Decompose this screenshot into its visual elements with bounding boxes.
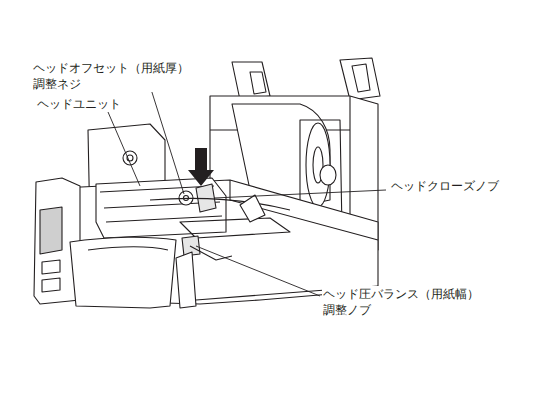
part-label: ヘッドユニット [36, 96, 148, 112]
part-label: ヘッド圧バランス（用紙幅） 調整ノブ [322, 286, 494, 318]
part-label: ヘッドオフセット（用紙厚） 調整ネジ [32, 60, 194, 92]
leader-lines [108, 86, 386, 296]
part-label: ヘッドクローズノブ [390, 178, 532, 194]
